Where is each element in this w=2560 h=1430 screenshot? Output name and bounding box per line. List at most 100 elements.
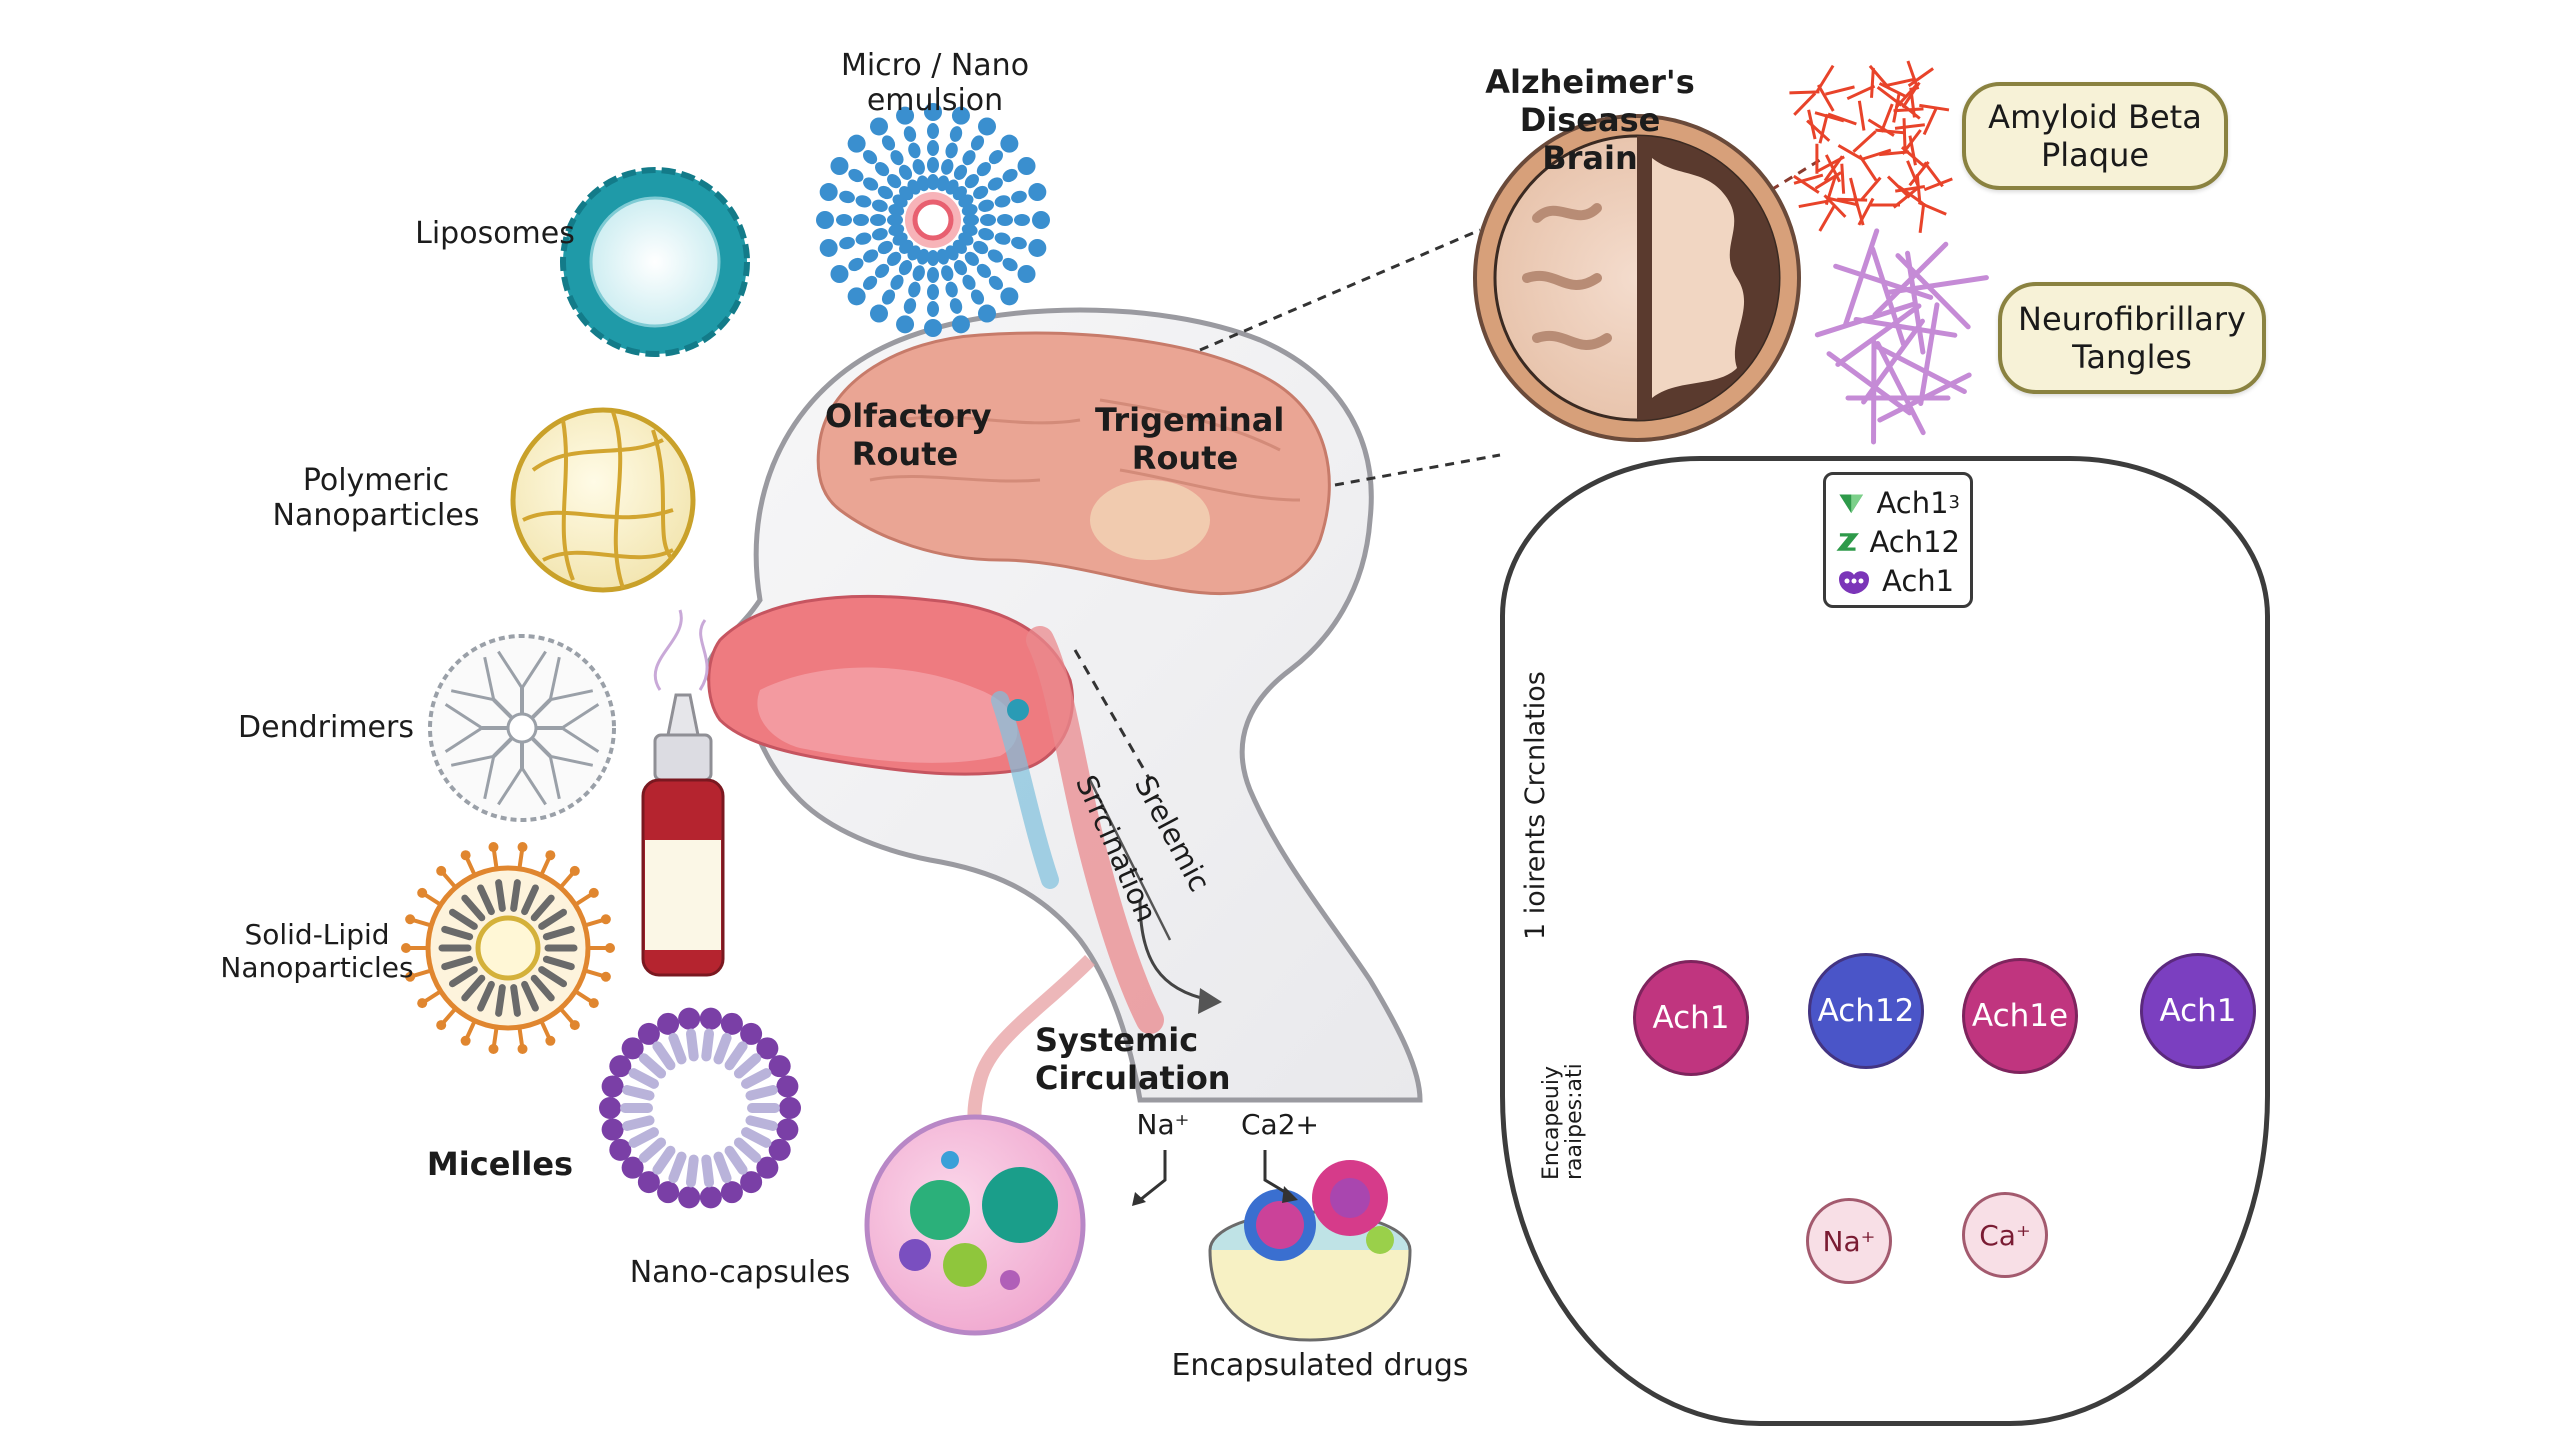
sln-lipid-tail (530, 894, 555, 922)
amyloid-line2: Plaque (2040, 136, 2150, 174)
panel-side-label-bottom: Encapeuiy raaipes:ati (1539, 1063, 1587, 1180)
legend-label: Ach1 (1876, 485, 1949, 520)
emulsion-surfactant (976, 162, 991, 177)
amyloid-fiber (1915, 173, 1922, 205)
micelle-tail (745, 1115, 778, 1131)
emulsion-head (847, 287, 866, 306)
amyloid-fiber (1906, 60, 1920, 90)
micelle-tail (668, 1151, 687, 1184)
amyloid-fiber (1870, 67, 1875, 98)
amyloid-fiber (1897, 185, 1924, 205)
emulsion-surfactant (839, 236, 855, 250)
micelle-head (621, 1037, 644, 1060)
emulsion-surfactant (997, 214, 1013, 226)
tangle-fiber (1877, 372, 1972, 423)
emulsion-surfactant (887, 174, 902, 189)
tangle-fiber (1853, 316, 1958, 338)
emulsion-surfactant (887, 214, 903, 226)
olfactory-route-label: Olfactory Route (825, 397, 992, 474)
emulsion-surfactant (988, 149, 1004, 165)
emulsion-head (924, 319, 942, 337)
emulsion-surfactant (881, 289, 896, 305)
emulsion-head (951, 315, 970, 334)
polymeric-label: Polymeric Nanoparticles (256, 463, 496, 534)
micelle-tail (628, 1068, 659, 1089)
amyloid-fiber (1825, 85, 1855, 96)
amyloid-fiber (1886, 77, 1917, 87)
dendrimer-branch (444, 726, 483, 753)
amyloid-fiber (1793, 92, 1817, 116)
olfactory-line2: Route (851, 434, 959, 473)
solid-lipid-nanoparticle (401, 842, 615, 1054)
emulsion-surfactant (961, 204, 978, 217)
panel-side-label-top: 1 ioirents Crcnlatios (1520, 671, 1551, 940)
neurofibrillary-tangles-badge: Neurofibrillary Tangles (1998, 282, 2266, 394)
emulsion-head (978, 117, 996, 136)
sodium-arrow (1139, 1150, 1167, 1202)
sln-spike-tip (417, 887, 428, 898)
sln-spike-tip (600, 914, 611, 925)
micelle-head (768, 1055, 791, 1078)
trigeminal-line1: Trigeminal (1095, 401, 1285, 439)
side-label-bottom-line1: Encapeuiy (1539, 1066, 1564, 1180)
sln-lipid-tail (461, 974, 486, 1002)
dendrimer-particle (428, 634, 616, 822)
sln-lipid-tail (538, 908, 568, 930)
receptor-ach1e: Ach1e (1962, 958, 2078, 1074)
emulsion-surfactant (875, 162, 890, 177)
amyloid-fiber (1901, 81, 1921, 109)
emulsion-surfactant (970, 135, 985, 151)
emulsion-surfactant (908, 281, 921, 298)
sln-spike-tip (460, 1035, 471, 1046)
amyloid-line1: Amyloid Beta (1988, 97, 2202, 136)
encapsulated-drugs-label: Encapsulated drugs (1171, 1348, 1469, 1383)
polymeric-label-line1: Polymeric (302, 463, 450, 498)
amyloid-fiber (1824, 154, 1842, 183)
dendrimer-branch (561, 726, 600, 753)
sln-lipid-tail (510, 879, 521, 912)
amyloid-fiber (1818, 204, 1837, 232)
emulsion-surfactant (927, 157, 939, 173)
emulsion-surfactant (964, 174, 979, 189)
micelle-head (601, 1075, 624, 1098)
emulsion-surfactant (903, 126, 917, 142)
trigeminal-route-label: Trigeminal Route (1095, 401, 1285, 478)
amyloid-fiber (1789, 90, 1820, 95)
micelle-head (740, 1022, 763, 1045)
micelle-tail (622, 1115, 655, 1131)
dendrimer-branch (548, 755, 561, 800)
sln-lipid-tail (530, 974, 555, 1002)
emulsion-surfactant (980, 214, 996, 226)
amyloid-fiber (1892, 187, 1919, 209)
sln-lipid-tail (510, 984, 521, 1017)
sodium-ion-label: Na⁺ (1136, 1108, 1190, 1141)
micelle-head (699, 1186, 722, 1209)
micelle-tail (622, 1085, 655, 1101)
emulsion-head (896, 106, 915, 125)
sln-spike-tip (436, 865, 447, 876)
emulsion-surfactant (877, 240, 893, 255)
sln-spike-tip (401, 943, 411, 953)
emulsion-surfactant (963, 214, 979, 226)
micelle-head (657, 1012, 680, 1035)
amyloid-fiber (1919, 103, 1950, 112)
dendrimer-branch (497, 650, 524, 689)
sln-spike-tip (517, 1043, 528, 1054)
ad-brain-title-line1: Alzheimer's (1485, 63, 1695, 101)
sln-spike-tip (588, 998, 599, 1009)
amyloid-fiber (1814, 111, 1845, 123)
receptor-ach12: Ach12 (1808, 953, 1924, 1069)
emulsion-surfactant (949, 298, 963, 314)
micelle-tail (741, 1127, 772, 1148)
sln-lipid-tail (441, 925, 474, 941)
emulsion-surfactant (855, 195, 872, 208)
tangles-line2: Tangles (2072, 338, 2192, 376)
emulsion-surfactant (973, 185, 989, 200)
tangle-fiber (1870, 246, 1906, 347)
emulsion-surfactant (936, 248, 949, 265)
tangle-fiber (1842, 228, 1880, 329)
amyloid-fiber (1793, 173, 1824, 185)
amyloid-fiber (1894, 123, 1925, 130)
emulsion-surfactant (1002, 168, 1018, 183)
emulsion-surfactant (953, 260, 968, 276)
